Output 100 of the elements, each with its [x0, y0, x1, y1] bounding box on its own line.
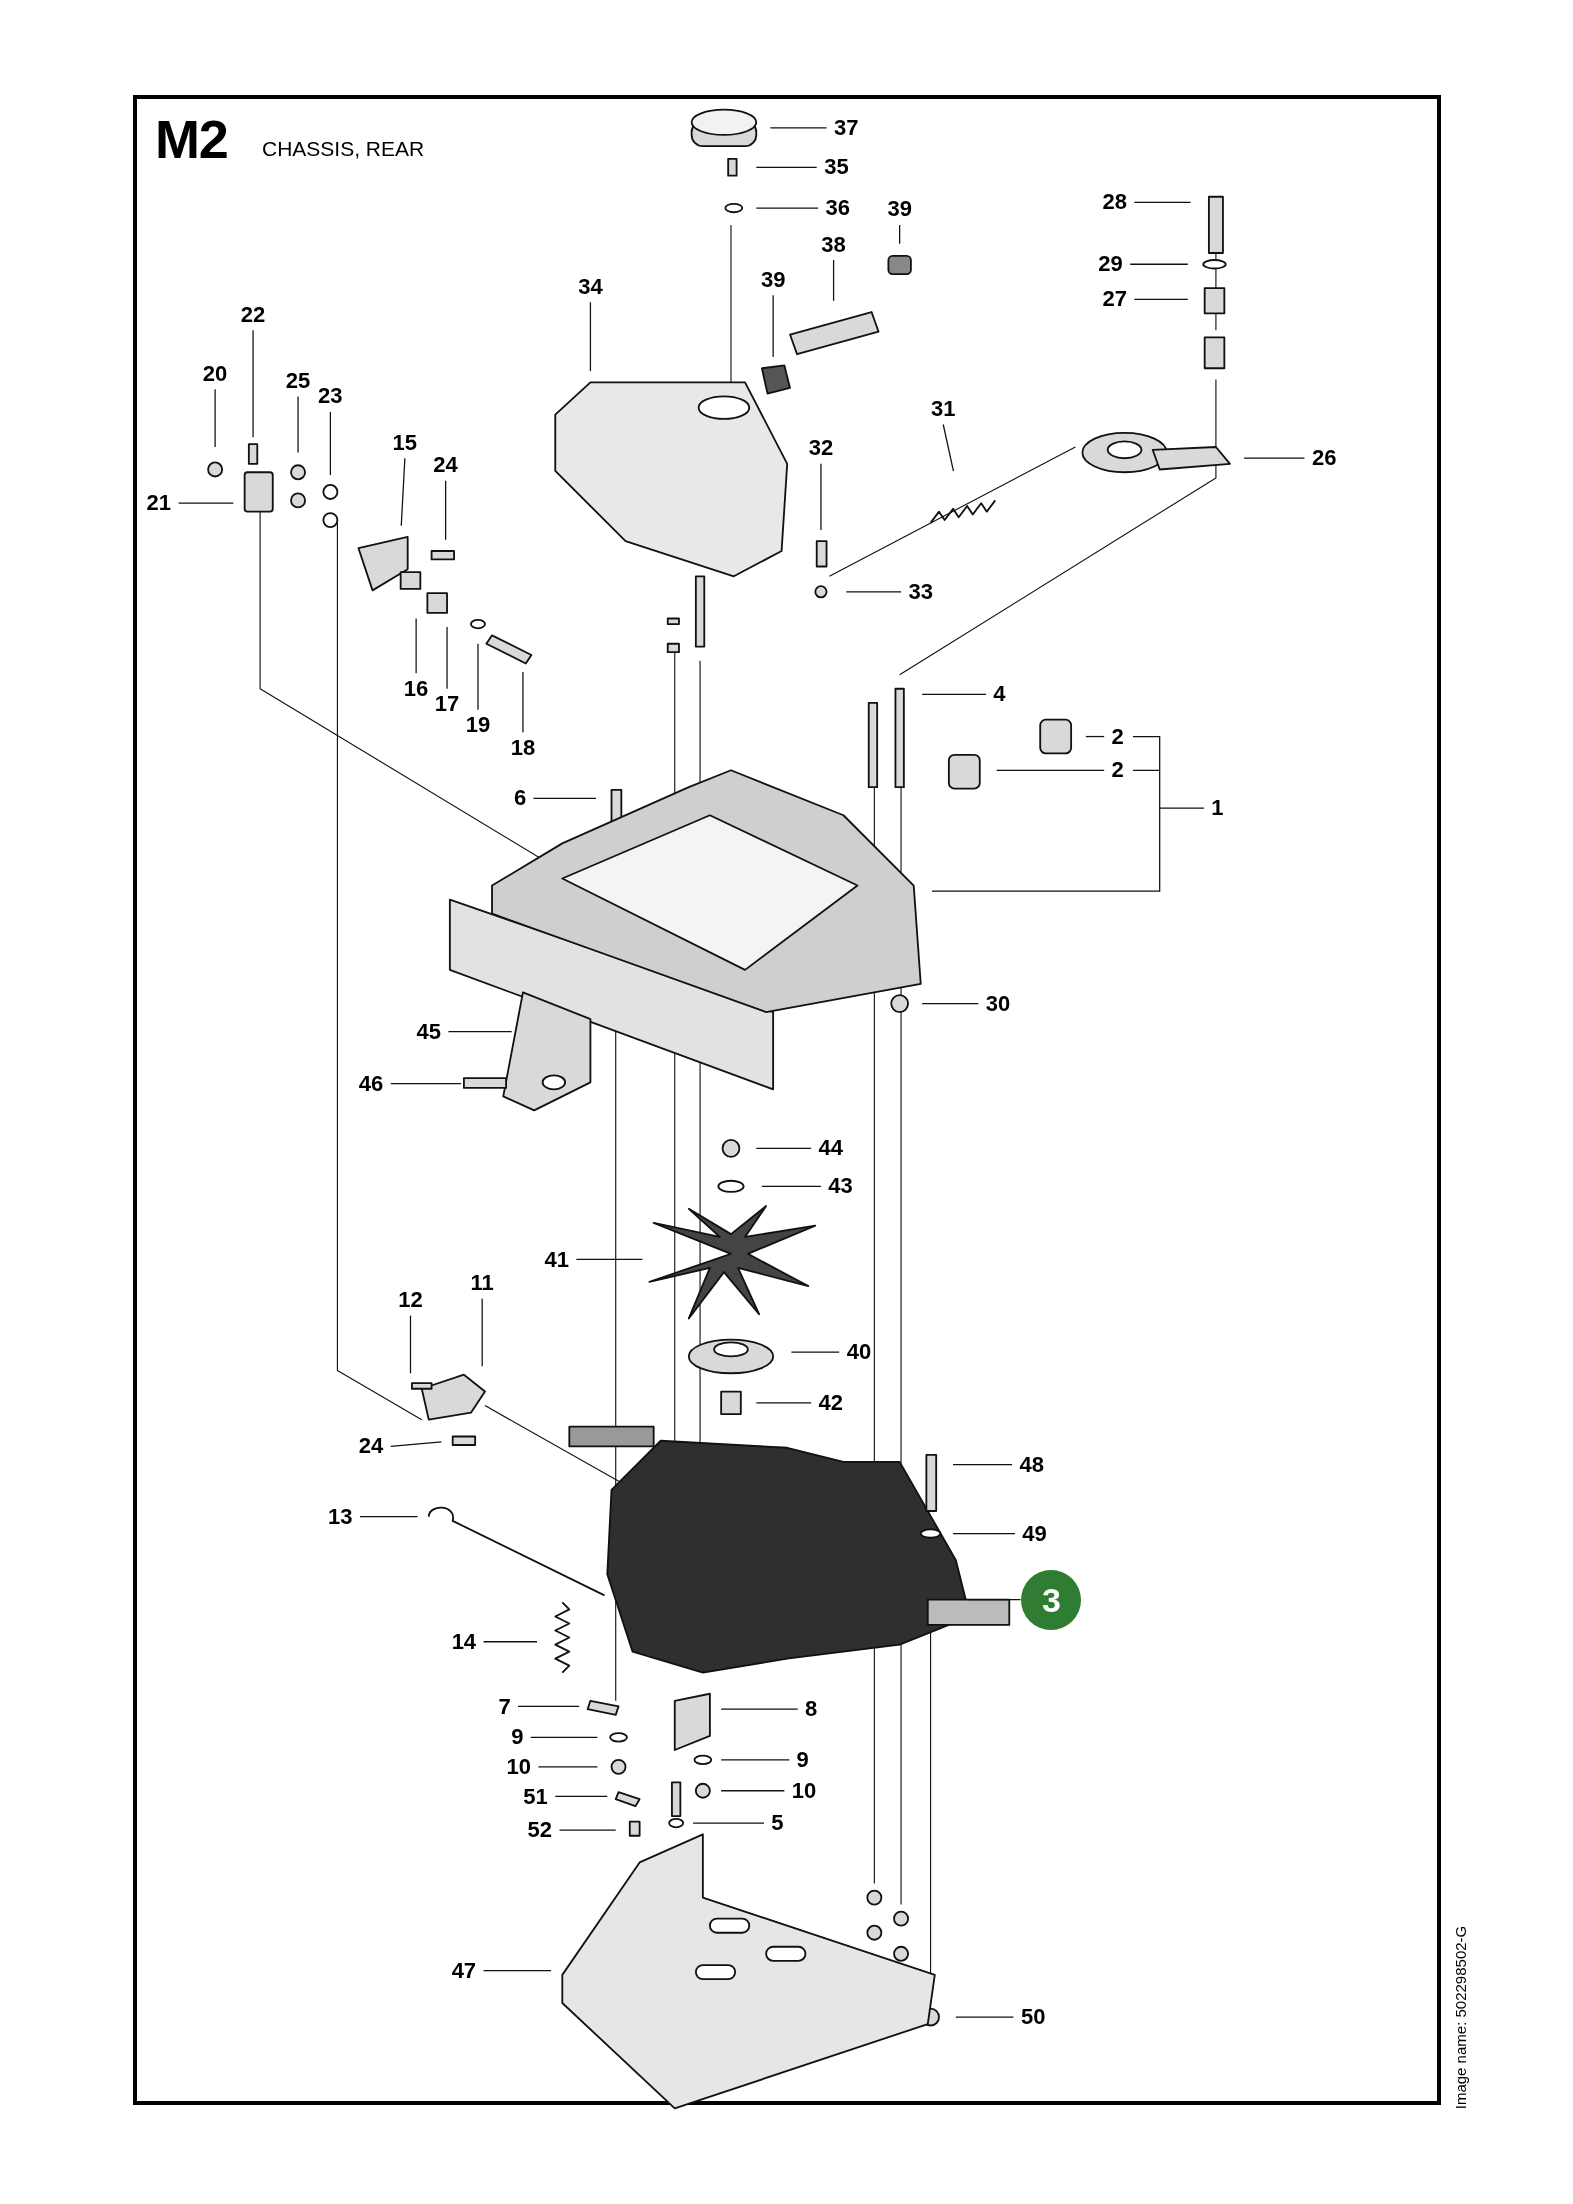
callout-number: 49: [1022, 1522, 1047, 1545]
callout-number: 16: [403, 677, 429, 700]
callout-number: 44: [818, 1137, 843, 1160]
callout-number: 40: [846, 1341, 872, 1364]
leader-line: [530, 1736, 599, 1738]
callout-number: 10: [791, 1779, 817, 1802]
callout-number: 18: [510, 736, 536, 759]
callout-number: 50: [1020, 2006, 1046, 2029]
callout-number: 17: [434, 693, 460, 716]
callout-number: 34: [578, 275, 603, 298]
callout-number: 27: [1102, 288, 1127, 311]
leader-line: [1133, 201, 1192, 204]
leader-line: [755, 207, 819, 209]
callout-number: 10: [506, 1756, 531, 1778]
leader-line: [755, 1402, 812, 1404]
callout-badge: 3: [1021, 1569, 1082, 1630]
leader-line: [537, 1766, 599, 1768]
callout-number: 45: [416, 1020, 441, 1043]
leader-line: [400, 457, 406, 527]
leader-line: [589, 301, 592, 372]
leader-line: [558, 1829, 617, 1831]
callout-number: 24: [433, 454, 458, 477]
callout-number: 20: [202, 362, 228, 385]
leader-line: [952, 1532, 1016, 1535]
callout-number: 19: [465, 714, 491, 737]
leader-line: [359, 1516, 419, 1518]
page-title: M2: [155, 112, 228, 166]
callout-number: 15: [392, 431, 418, 454]
leader-line: [447, 1031, 513, 1033]
leader-line: [921, 1002, 979, 1005]
callout-number: 37: [834, 116, 859, 139]
callout-number: 6: [514, 787, 527, 810]
callout-number: 48: [1019, 1453, 1045, 1476]
callout-number: 39: [760, 268, 786, 291]
callout-number: 25: [285, 369, 311, 392]
callout-number: 43: [828, 1175, 853, 1198]
leader-line: [482, 1970, 552, 1972]
leader-line: [966, 1598, 1022, 1601]
callout-number: 1: [1211, 797, 1224, 820]
callout-number: 2: [1111, 759, 1124, 782]
leader-line: [955, 2016, 1015, 2018]
callout-number: 28: [1102, 191, 1127, 214]
leader-line: [1129, 263, 1189, 265]
leader-line: [931, 735, 1205, 892]
leader-line: [532, 797, 597, 800]
leader-line: [755, 1147, 812, 1150]
leader-line: [214, 388, 216, 448]
callout-number: 33: [908, 580, 933, 603]
callout-number: 30: [985, 992, 1011, 1015]
leader-line: [942, 423, 955, 472]
leader-line: [522, 671, 524, 733]
callout-number: 23: [318, 385, 343, 408]
callout-number: 24: [358, 1435, 384, 1458]
leader-line: [1085, 735, 1105, 738]
leader-line: [921, 693, 987, 695]
leader-line: [477, 643, 479, 711]
callout-number: 8: [804, 1698, 818, 1721]
callout-number: 4: [993, 683, 1006, 706]
leader-line: [820, 463, 822, 531]
leader-line: [1133, 298, 1189, 301]
callout-number: 9: [796, 1748, 809, 1771]
callout-number: 32: [808, 437, 834, 460]
leader-line: [297, 395, 299, 454]
leader-line: [996, 769, 1105, 771]
callout-number: 31: [931, 398, 956, 421]
leader-line: [445, 480, 447, 541]
callout-number: 13: [327, 1505, 353, 1528]
leader-line: [790, 1351, 840, 1353]
callout-number: 35: [824, 156, 849, 179]
leader-line: [575, 1258, 644, 1261]
leader-line: [482, 1641, 538, 1643]
leader-line: [409, 1315, 412, 1374]
leader-line: [720, 1708, 799, 1710]
callout-number: 2: [1111, 725, 1124, 748]
leader-line: [517, 1705, 580, 1708]
image-name-note: Image name: 502298502-G: [1452, 1924, 1468, 2112]
leader-line: [554, 1795, 608, 1797]
callout-number: 46: [358, 1072, 384, 1095]
leader-line: [761, 1185, 822, 1187]
leader-line: [415, 617, 417, 674]
callout-number: 22: [240, 303, 266, 326]
callout-number: 26: [1311, 447, 1337, 470]
leader-line: [772, 294, 774, 358]
leader-line: [329, 411, 331, 476]
leader-line: [446, 626, 448, 690]
leader-line: [755, 166, 818, 168]
callout-number: 5: [771, 1812, 784, 1835]
leader-line: [832, 259, 835, 302]
leader-line: [899, 224, 901, 245]
callout-number: 42: [818, 1391, 843, 1414]
leader-line: [720, 1790, 786, 1792]
callout-number: 12: [398, 1289, 423, 1312]
callout-number: 29: [1098, 253, 1123, 276]
leader-line: [390, 1083, 462, 1085]
leader-line: [769, 127, 828, 129]
leader-line: [481, 1298, 483, 1367]
callout-number: 36: [825, 197, 851, 220]
leader-line: [252, 329, 254, 438]
callout-number: 38: [821, 233, 846, 256]
leader-line: [177, 502, 235, 504]
